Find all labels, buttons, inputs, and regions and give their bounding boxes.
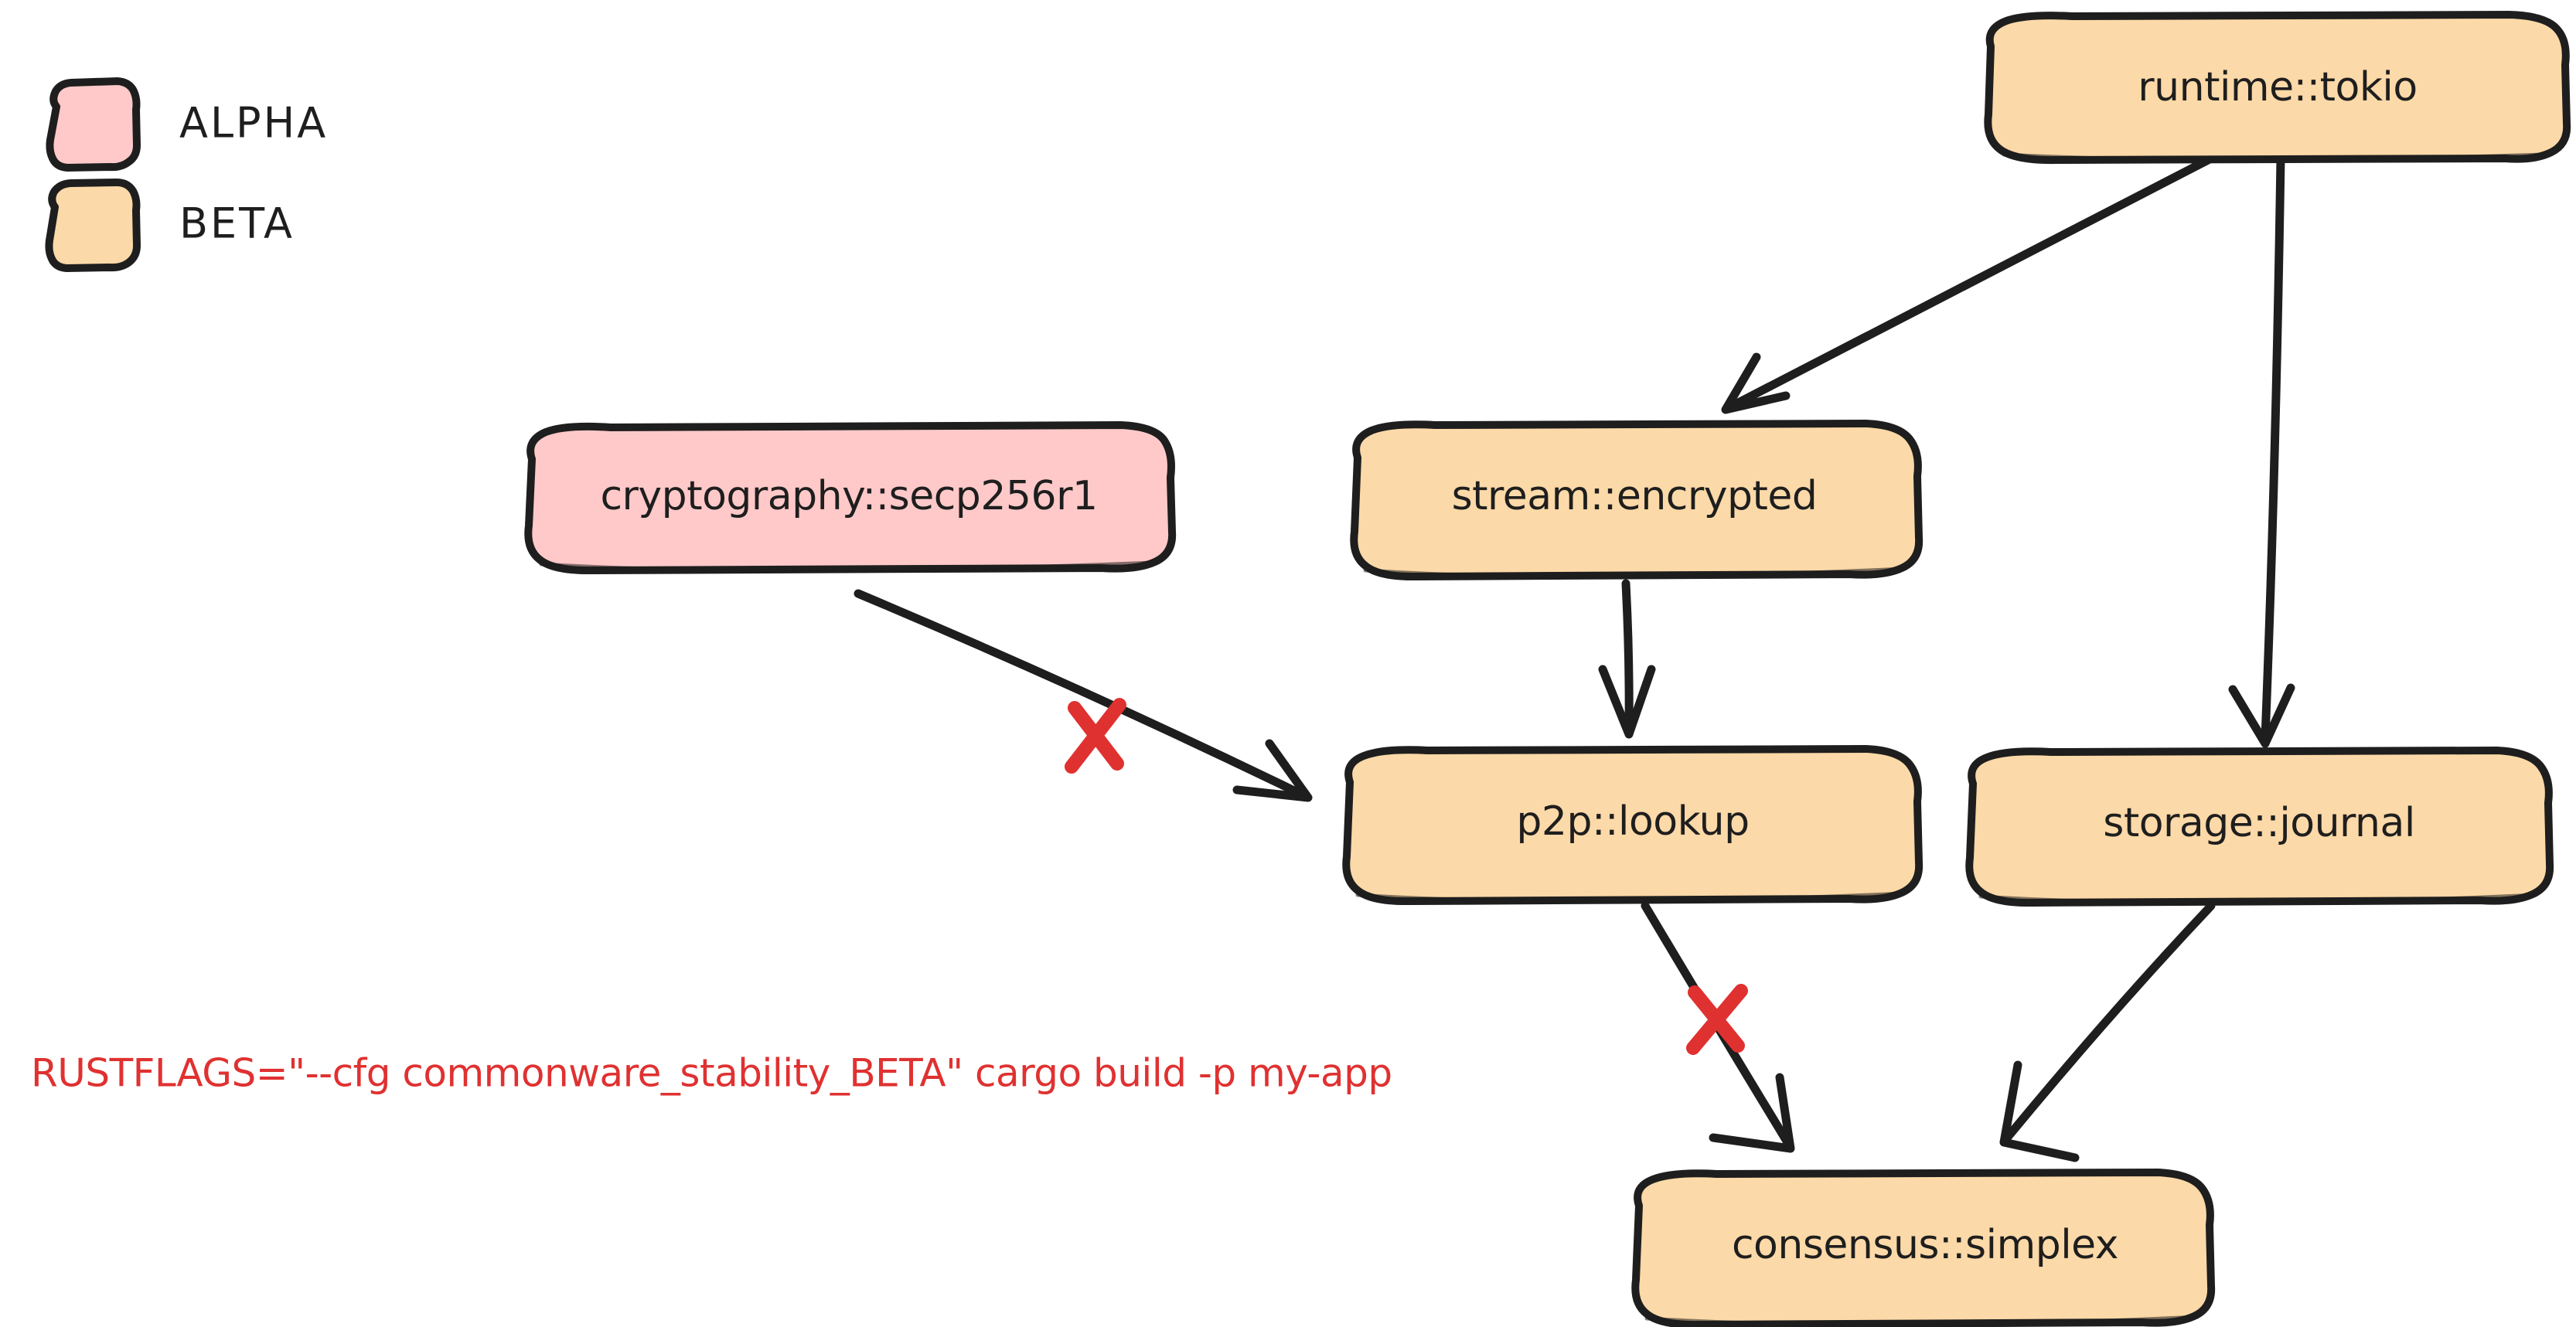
blocked-x-p2p-consensus	[1686, 984, 1748, 1055]
blocked-x-crypto-p2p	[1065, 698, 1126, 774]
node-storage-journal[interactable]: storage::journal	[1965, 747, 2554, 907]
node-cryptography-secp256r1[interactable]: cryptography::secp256r1	[524, 421, 1177, 575]
node-cryptography-secp256r1-label: cryptography::secp256r1	[600, 473, 1097, 519]
node-storage-journal-label: storage::journal	[2103, 800, 2415, 846]
node-consensus-simplex[interactable]: consensus::simplex	[1631, 1169, 2216, 1327]
edge-storage-to-consensus	[1999, 901, 2216, 1162]
legend-swatch-alpha	[46, 77, 141, 172]
edge-p2p-to-consensus	[1641, 901, 1795, 1153]
node-stream-encrypted-label: stream::encrypted	[1452, 473, 1818, 519]
edge-runtime-to-stream	[1721, 154, 2216, 414]
node-consensus-simplex-label: consensus::simplex	[1732, 1222, 2118, 1268]
node-runtime-tokio-label: runtime::tokio	[2138, 64, 2417, 111]
legend: ALPHA BETA	[45, 77, 328, 272]
node-runtime-tokio[interactable]: runtime::tokio	[1984, 11, 2571, 165]
node-p2p-lookup[interactable]: p2p::lookup	[1342, 745, 1923, 906]
legend-swatch-beta	[45, 179, 141, 272]
legend-label-alpha: ALPHA	[179, 99, 328, 148]
legend-item-alpha: ALPHA	[46, 77, 328, 172]
rustflags-command-note: RUSTFLAGS="--cfg commonware_stability_BE…	[31, 1051, 1392, 1096]
edge-stream-to-p2p	[1598, 579, 1656, 739]
node-stream-encrypted[interactable]: stream::encrypted	[1350, 420, 1923, 581]
nodes-layer: runtime::tokio cryptography::secp256r1 s…	[524, 11, 2571, 1327]
edge-crypto-to-p2p	[854, 589, 1313, 802]
legend-label-beta: BETA	[179, 199, 295, 248]
edge-runtime-to-storage	[2228, 154, 2295, 748]
legend-item-beta: BETA	[45, 179, 295, 272]
node-p2p-lookup-label: p2p::lookup	[1516, 798, 1749, 845]
edges-layer	[854, 154, 2295, 1162]
